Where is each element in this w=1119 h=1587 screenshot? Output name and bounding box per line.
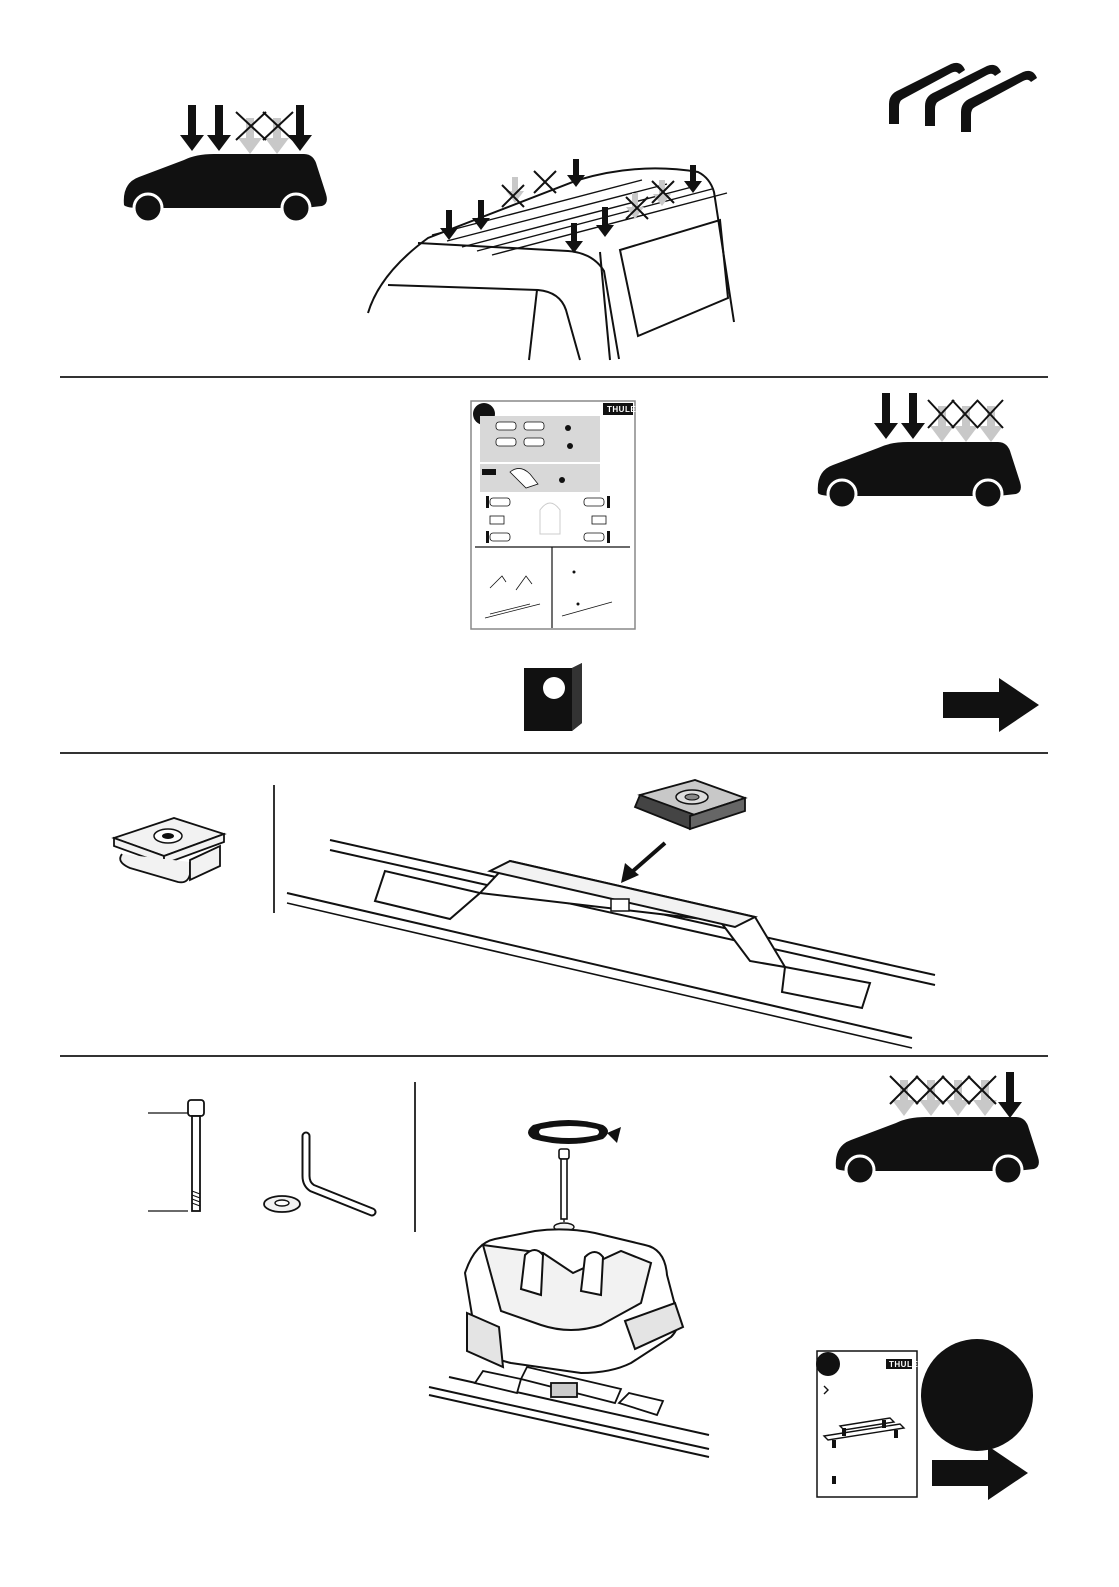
section-4-vertical-divider — [414, 1082, 416, 1232]
section-divider-3 — [60, 1055, 1048, 1057]
section-3-vertical-divider — [273, 785, 275, 913]
bolt-length-dimension — [148, 1113, 188, 1211]
cage-nut-icon — [108, 810, 230, 885]
install-direction-arrow — [621, 843, 665, 883]
foot-pack-icon — [425, 1115, 715, 1460]
section-divider-2 — [60, 752, 1048, 754]
kit-card-icon — [522, 662, 586, 732]
thule-logo-text-2: THULE — [889, 1360, 918, 1369]
roof-bar-instructions-icon: THULE — [816, 1350, 918, 1498]
load-arrows — [180, 105, 312, 154]
next-arrow-icon-2[interactable] — [932, 1446, 1028, 1500]
van-roof-positions-icon-2 — [812, 388, 1027, 518]
fit-kit-instructions-icon: THULE — [470, 400, 636, 630]
van-roof-positions-icon-1 — [118, 100, 333, 230]
rail-mounting-plate-icon — [285, 775, 945, 1045]
step-marker-circle — [920, 1338, 1035, 1453]
van-roof-positions-icon-3 — [830, 1068, 1045, 1193]
rotate-arrow — [528, 1120, 621, 1144]
van-roof-rails-icon — [362, 155, 747, 360]
roof-bars-icon — [885, 60, 1045, 135]
thule-logo-text: THULE — [607, 405, 636, 414]
bolt-icon — [148, 1095, 218, 1217]
next-arrow-icon-1[interactable] — [943, 678, 1039, 732]
cage-nut-on-rail — [635, 780, 745, 829]
attachment-arrows — [440, 159, 702, 253]
washer-icon — [262, 1193, 302, 1215]
section-divider-1 — [60, 376, 1048, 378]
hex-key-icon — [300, 1130, 384, 1216]
